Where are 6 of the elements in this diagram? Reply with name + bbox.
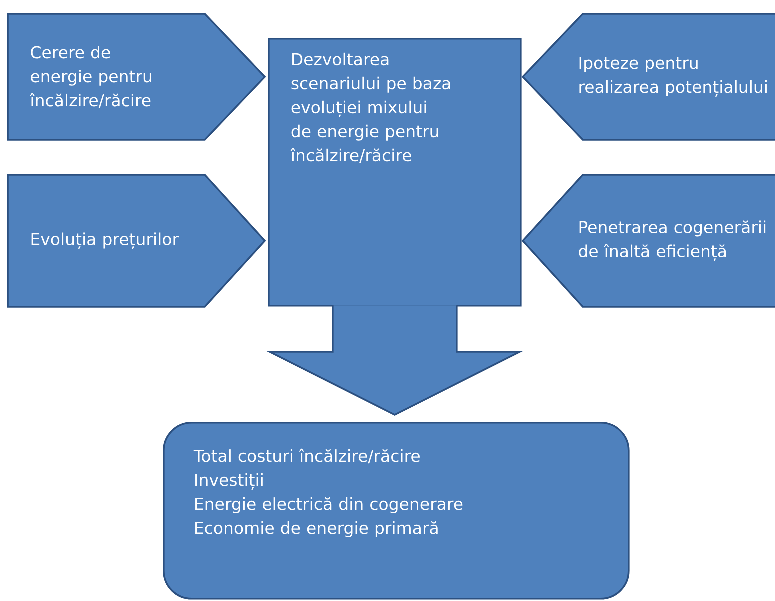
arrow-box: Cerere de energie pentru încălzire/răcire [7, 13, 266, 141]
block-arrow [266, 304, 524, 416]
result-box: Total costuri încălzire/răcire Investiții Energie electrică din cogenerare Economie de energie primară [163, 422, 630, 600]
arrow-box: Ipoteze pentru realizarea potențialului [522, 13, 775, 141]
arrow-box: Penetrarea cogenerării de înaltă eficiență [522, 174, 775, 308]
arrow-box: Evoluția prețurilor [7, 174, 266, 308]
